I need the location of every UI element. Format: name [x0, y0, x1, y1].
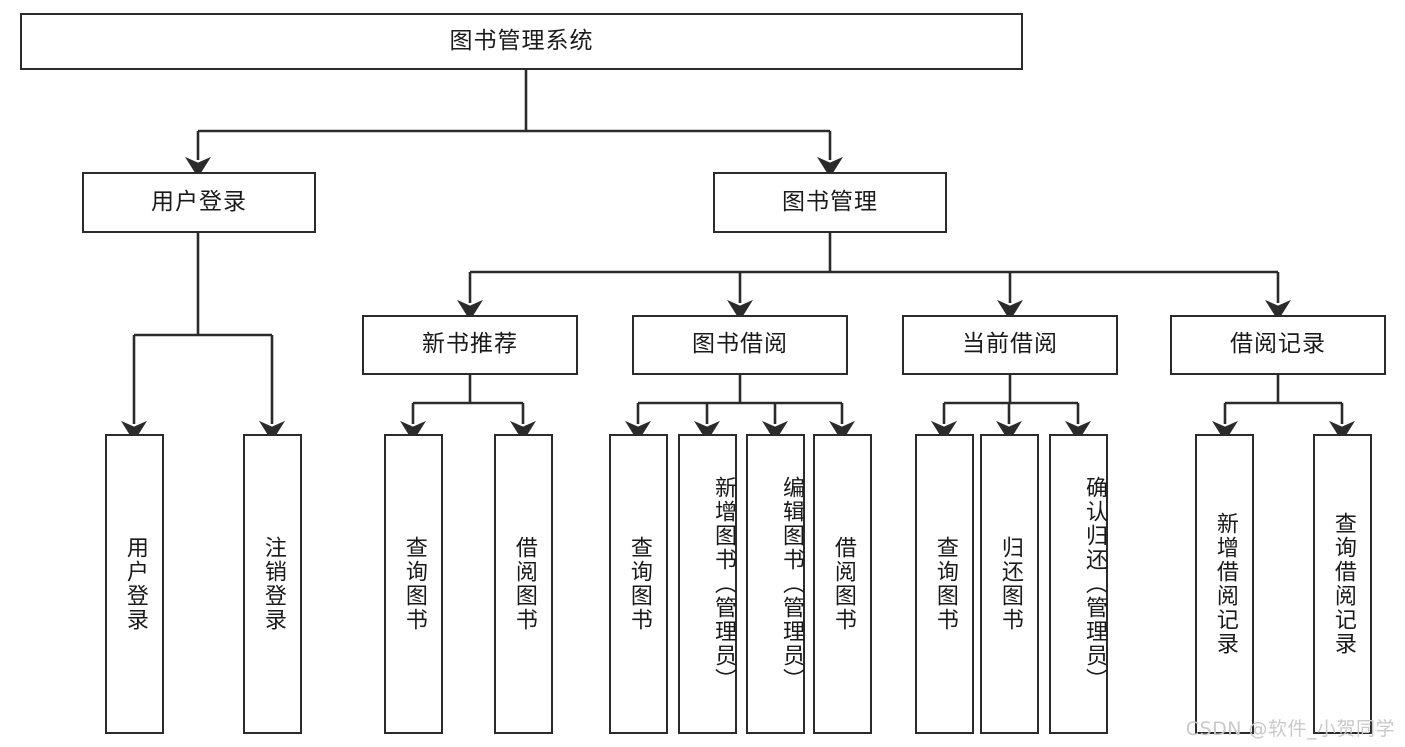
node-book-borrow-label: 图书借阅 [692, 331, 788, 358]
node-book-manage[interactable]: 图书管理 [713, 172, 947, 233]
node-user-login[interactable]: 用户登录 [82, 172, 316, 233]
node-leaf-add-book-admin[interactable]: 新增图书（管理员） [678, 434, 737, 734]
node-root-label: 图书管理系统 [449, 27, 594, 54]
node-leaf-borrow-book-2[interactable]: 借阅图书 [813, 434, 872, 734]
node-leaf-query-book-3-label: 查询图书 [932, 536, 958, 632]
node-new-book-recommend-label: 新书推荐 [422, 331, 518, 358]
node-leaf-edit-book-admin-label: 编辑图书（管理员） [779, 476, 804, 692]
node-leaf-query-book-2-label: 查询图书 [626, 536, 652, 632]
node-leaf-logout-label: 注销登录 [260, 536, 286, 632]
node-leaf-query-record-label: 查询借阅记录 [1330, 512, 1356, 656]
node-leaf-query-book-1[interactable]: 查询图书 [384, 434, 443, 734]
node-new-book-recommend[interactable]: 新书推荐 [362, 315, 578, 375]
node-leaf-edit-book-admin[interactable]: 编辑图书（管理员） [746, 434, 805, 734]
node-leaf-query-record[interactable]: 查询借阅记录 [1313, 434, 1372, 734]
node-leaf-query-book-1-label: 查询图书 [401, 536, 427, 632]
node-current-borrow[interactable]: 当前借阅 [902, 315, 1118, 375]
node-leaf-user-login-label: 用户登录 [122, 536, 148, 632]
node-leaf-user-login[interactable]: 用户登录 [105, 434, 164, 734]
node-leaf-return-book-label: 归还图书 [997, 536, 1023, 632]
node-book-borrow[interactable]: 图书借阅 [632, 315, 848, 375]
node-user-login-label: 用户登录 [151, 188, 247, 215]
node-borrow-record-label: 借阅记录 [1230, 331, 1326, 358]
node-leaf-borrow-book-1[interactable]: 借阅图书 [494, 434, 553, 734]
node-root[interactable]: 图书管理系统 [20, 13, 1023, 70]
node-leaf-borrow-book-2-label: 借阅图书 [830, 536, 856, 632]
node-leaf-add-record-label: 新增借阅记录 [1212, 512, 1238, 656]
node-leaf-logout[interactable]: 注销登录 [243, 434, 302, 734]
node-leaf-add-book-admin-label: 新增图书（管理员） [711, 476, 736, 692]
node-current-borrow-label: 当前借阅 [962, 331, 1058, 358]
node-leaf-query-book-2[interactable]: 查询图书 [609, 434, 668, 734]
node-leaf-confirm-return-admin-label: 确认归还（管理员） [1082, 476, 1107, 692]
node-leaf-return-book[interactable]: 归还图书 [980, 434, 1039, 734]
node-leaf-confirm-return-admin[interactable]: 确认归还（管理员） [1049, 434, 1108, 734]
node-leaf-borrow-book-1-label: 借阅图书 [511, 536, 537, 632]
node-borrow-record[interactable]: 借阅记录 [1170, 315, 1386, 375]
node-leaf-query-book-3[interactable]: 查询图书 [915, 434, 974, 734]
node-book-manage-label: 图书管理 [782, 188, 878, 215]
node-leaf-add-record[interactable]: 新增借阅记录 [1195, 434, 1254, 734]
